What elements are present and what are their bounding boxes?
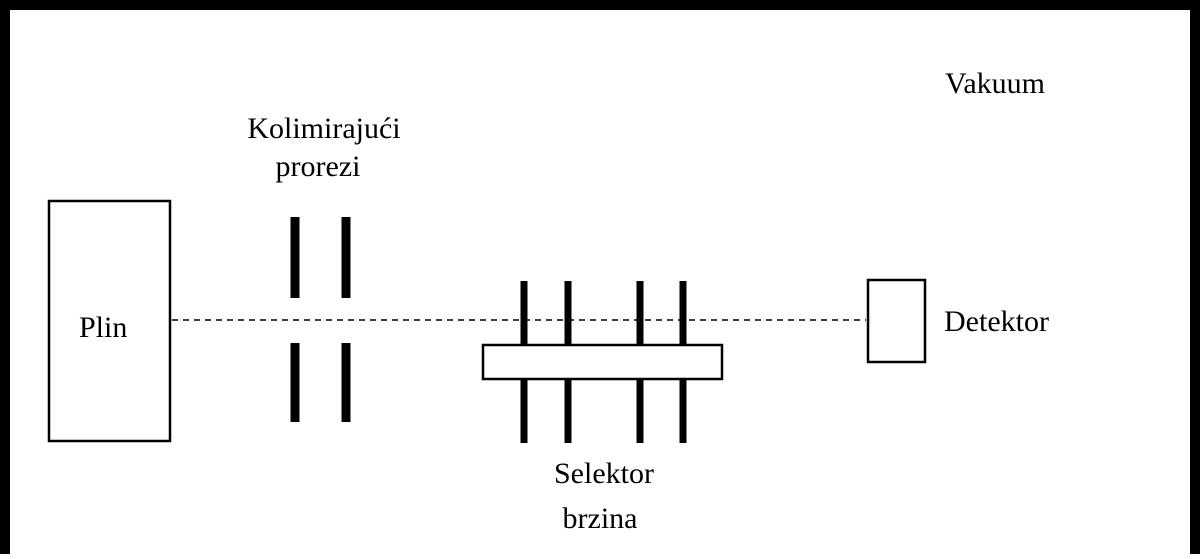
detector-label: Detektor (944, 305, 1049, 338)
collimating-slits-label-line2: prorezi (276, 150, 361, 183)
velocity-selector (481, 281, 724, 443)
velocity-selector-label-line1: Selektor (554, 457, 654, 490)
collimating-slits (290, 217, 351, 422)
detector-box (866, 278, 927, 364)
collimating-slits-label-line1: Kolimirajući (247, 112, 400, 145)
gas-source-box (47, 199, 172, 443)
velocity-selector-label-line2: brzina (563, 502, 638, 535)
gas-label: Plin (79, 311, 127, 344)
selector-axle (481, 343, 724, 381)
vacuum-label: Vakuum (945, 67, 1045, 100)
